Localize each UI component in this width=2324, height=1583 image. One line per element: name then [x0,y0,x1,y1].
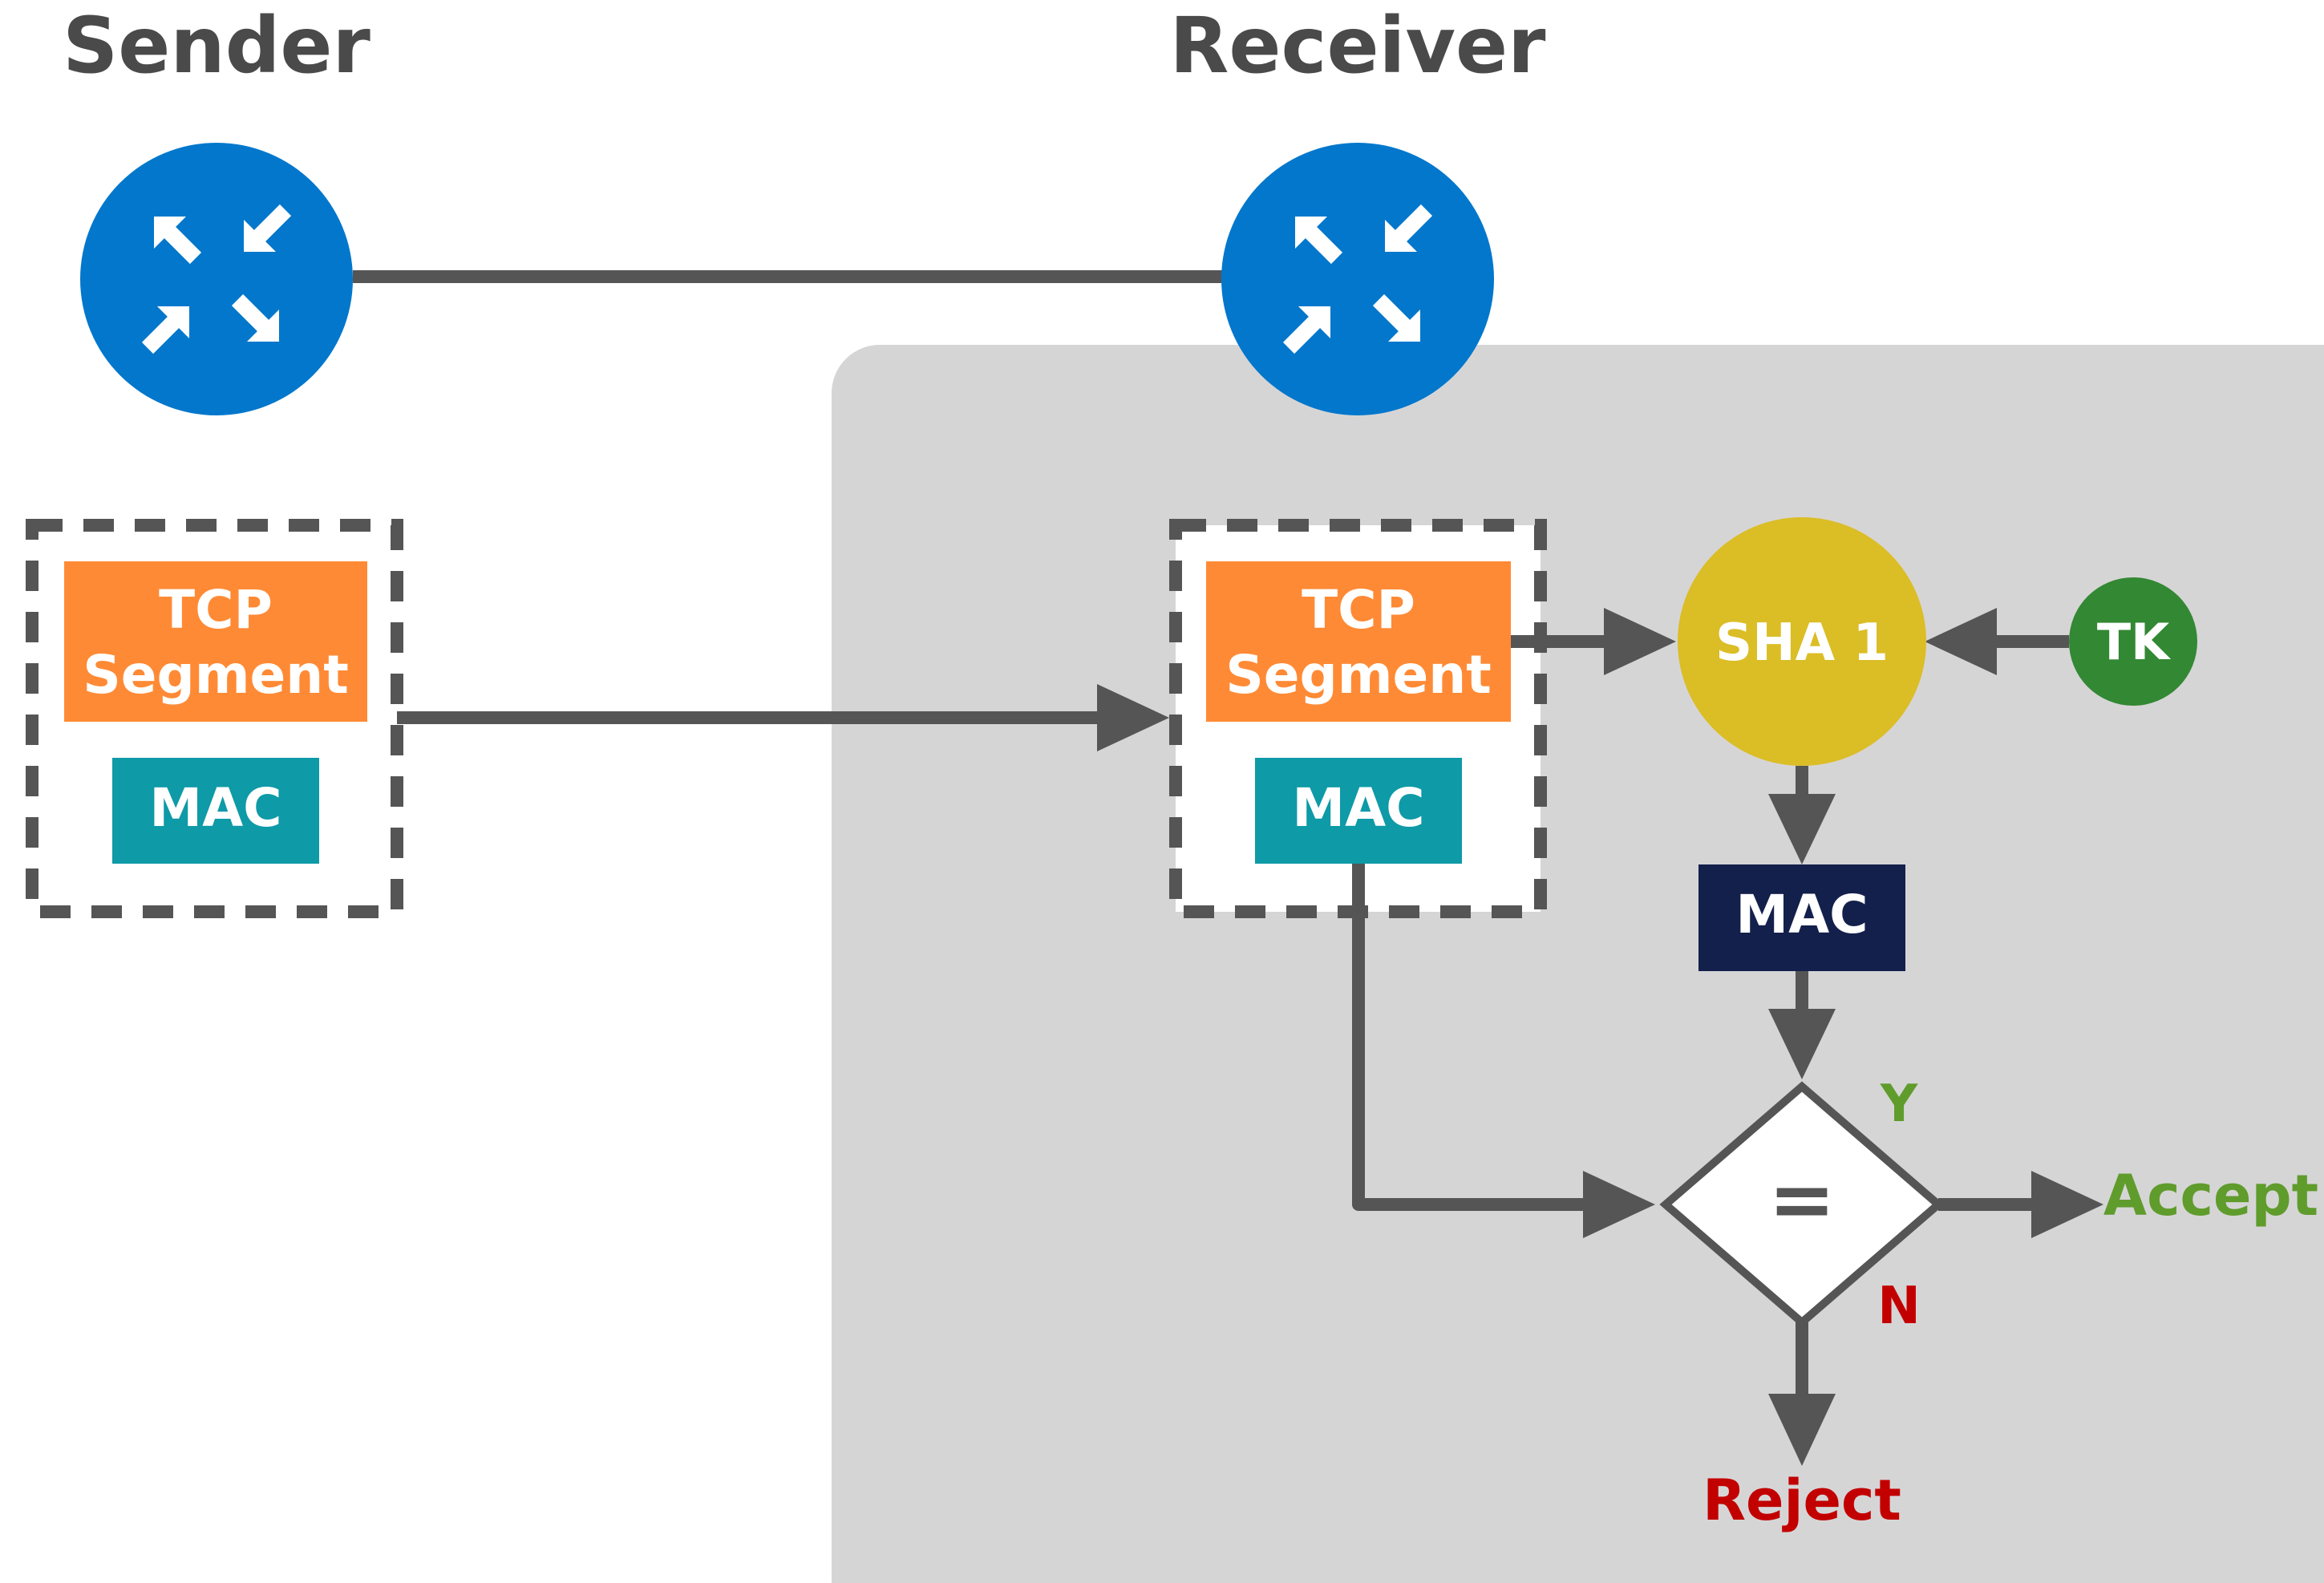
receiver-mac [1255,758,1462,864]
segment-to-hash-arrowhead [1604,608,1676,675]
computed-mac-label: MAC [1735,884,1868,945]
sender-segment-line1: TCP [159,579,273,641]
arrow-up-right-in-icon [141,306,189,354]
transmit-arrowhead [1097,684,1169,751]
yes-label: Y [1880,1075,1918,1134]
receiver-segment-line2: Segment [1225,644,1492,706]
sender-mac-label: MAC [149,777,281,839]
computed-mac [1698,864,1905,971]
sender-tcp-segment [64,561,367,722]
mac-to-compare-arrowhead [1768,1009,1836,1079]
receiver-packet: TCP Segment MAC [1169,519,1547,918]
tk-label: TK [2097,613,2171,671]
tk-key-node [2069,577,2197,706]
receiver-segment-line1: TCP [1302,579,1415,641]
receiver-panel [832,345,2324,1583]
reject-label: Reject [1703,1468,1901,1533]
sender-segment-line2: Segment [83,644,349,706]
key-to-hash-arrowhead [1925,608,1997,675]
arrow-up-left-icon [154,217,202,265]
hash-to-mac-arrowhead [1768,794,1836,864]
arrow-down-right-icon [231,294,279,342]
accept-arrowhead [2031,1171,2103,1238]
sender-mac [112,758,319,864]
sha1-label: SHA 1 [1715,613,1889,673]
compare-symbol: = [1768,1152,1836,1246]
arrow-up-right-in-icon [1282,306,1330,354]
arrow-down-right-icon [1372,294,1420,342]
received-mac-to-compare-arrowhead [1583,1171,1655,1238]
router-icon [1282,204,1433,354]
received-mac-to-compare-line [1352,864,1604,1211]
arrow-up-left-icon [1295,217,1343,265]
sender-title: Sender [63,1,370,91]
receiver-mac-label: MAC [1292,777,1424,839]
receiver-title: Receiver [1170,1,1547,91]
receiver-tcp-segment [1206,561,1511,722]
sender-router [80,143,353,415]
reject-arrowhead [1768,1394,1836,1466]
sha1-hash-node [1678,517,1926,766]
sender-packet: TCP Segment MAC [26,519,403,918]
arrow-down-left-in-icon [1385,204,1433,252]
router-icon [141,204,292,354]
arrow-down-left-in-icon [244,204,292,252]
no-label: N [1877,1277,1921,1336]
receiver-router [1221,143,1494,415]
accept-label: Accept [2103,1163,2318,1229]
